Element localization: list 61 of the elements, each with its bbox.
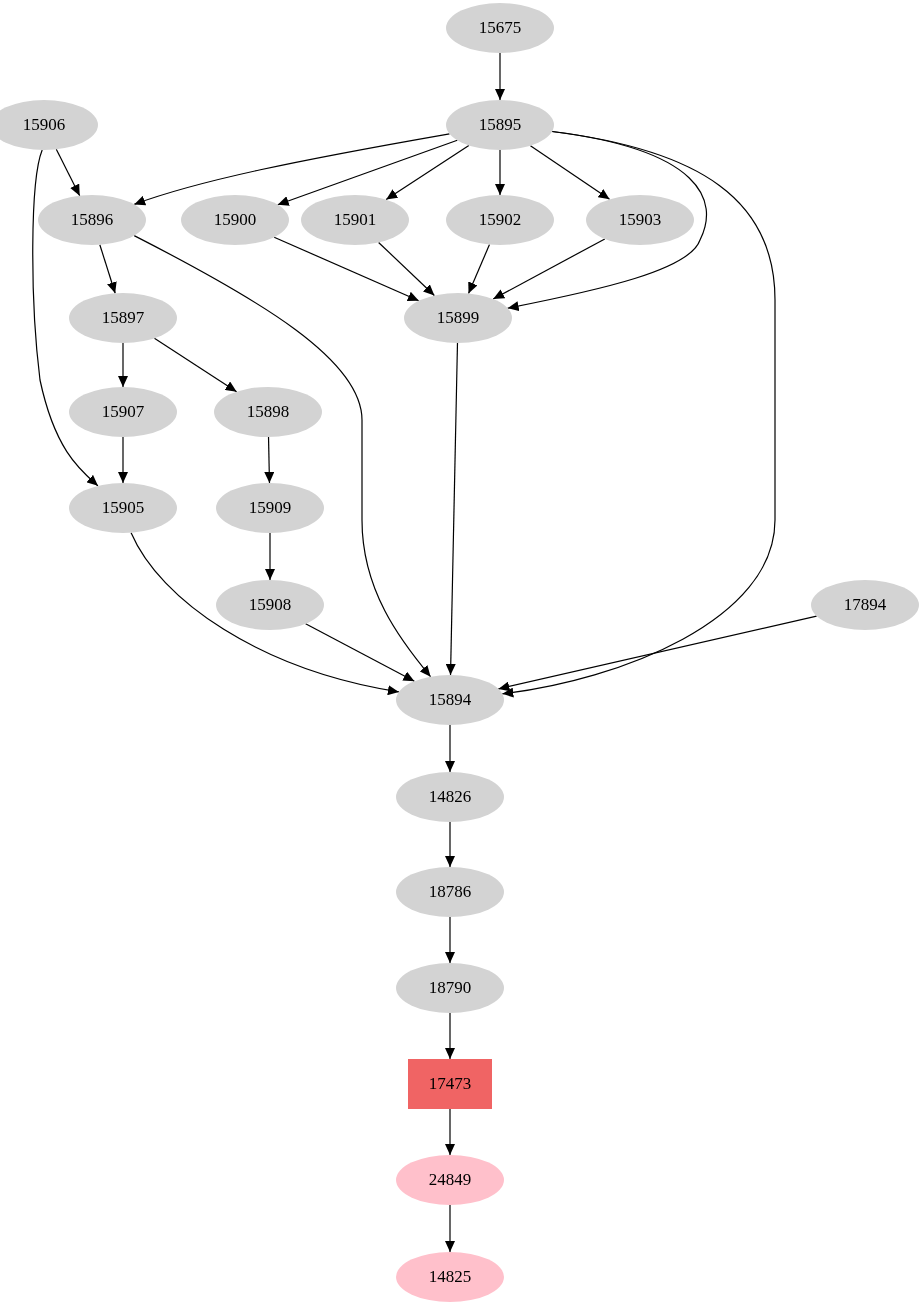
arrow	[492, 238, 606, 300]
node-label: 15908	[248, 595, 292, 615]
arrow	[378, 241, 435, 297]
arrow	[118, 436, 128, 484]
arrow	[497, 615, 818, 692]
arrow	[118, 342, 128, 388]
ellipse-node	[216, 580, 324, 630]
ellipse-node	[181, 195, 289, 245]
node-label: 15905	[101, 498, 145, 518]
arrow	[273, 236, 420, 302]
node-label: 15898	[246, 402, 290, 422]
arrow	[445, 821, 455, 868]
node-label: 15906	[22, 115, 66, 135]
arrow	[153, 337, 238, 393]
arrow	[32, 149, 99, 487]
arrow	[445, 916, 455, 964]
node-label: 14825	[428, 1267, 472, 1287]
arrow	[305, 623, 415, 682]
node-label: 18790	[428, 978, 472, 998]
arrow	[130, 532, 400, 695]
arrow	[467, 243, 491, 295]
ellipse-node	[0, 100, 98, 150]
arrow	[265, 532, 275, 581]
arrow	[501, 130, 776, 698]
node-label: 15899	[436, 308, 480, 328]
arrow	[529, 145, 611, 200]
node-label: 15896	[70, 210, 114, 230]
node-label: 15675	[478, 18, 522, 38]
node-label: 18786	[428, 882, 472, 902]
node-label: 15909	[248, 498, 292, 518]
arrow	[99, 244, 117, 294]
ellipse-node	[38, 195, 146, 245]
arrow	[495, 52, 505, 101]
arrow	[264, 436, 275, 484]
ellipse-node	[446, 100, 554, 150]
ellipse-node	[396, 675, 504, 725]
node-label: 15902	[478, 210, 522, 230]
node-label: 15907	[101, 402, 145, 422]
arrow	[445, 1108, 455, 1156]
node-label: 15897	[101, 308, 145, 328]
node-label: 17894	[843, 595, 887, 615]
arrow	[445, 724, 455, 773]
arrow	[445, 1204, 455, 1253]
arrow	[133, 133, 451, 206]
node-label: 15895	[478, 115, 522, 135]
arrow	[445, 342, 459, 676]
node-label: 15901	[333, 210, 377, 230]
arrow	[277, 139, 458, 206]
ellipse-node	[404, 293, 512, 343]
node-label: 15894	[428, 690, 472, 710]
arrow	[495, 149, 505, 196]
node-label: 17473	[428, 1074, 472, 1094]
arrow	[445, 1012, 455, 1060]
process-box	[408, 1059, 492, 1109]
node-label: 24849	[428, 1170, 472, 1190]
arrow	[55, 148, 81, 197]
node-label: 14826	[428, 787, 472, 807]
node-label: 15903	[618, 210, 662, 230]
arrow	[385, 144, 470, 201]
node-label: 15900	[213, 210, 257, 230]
arrow	[133, 235, 432, 678]
